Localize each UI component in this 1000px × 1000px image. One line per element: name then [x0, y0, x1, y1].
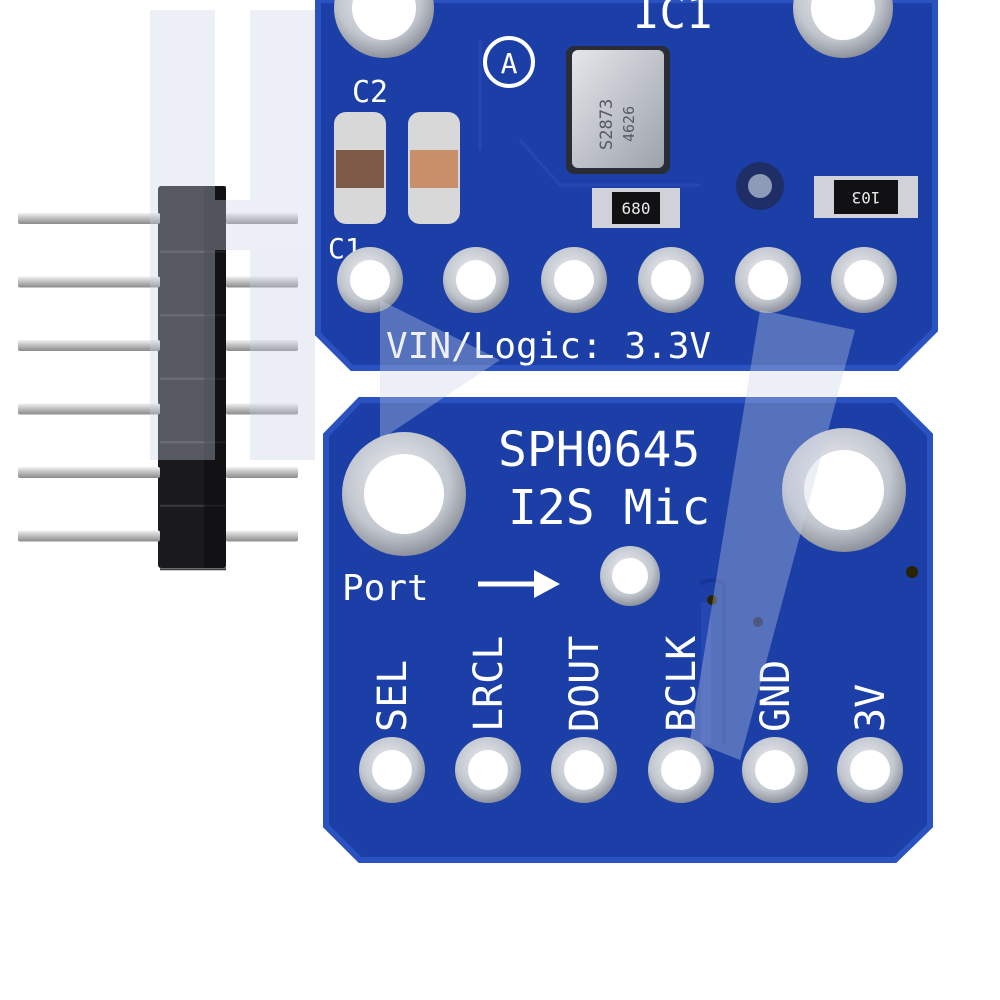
ic-label: IC1 [633, 0, 712, 39]
pin-labels: SEL LRCL DOUT BCLK GND 3V [370, 636, 894, 732]
pin-header-strip [18, 186, 298, 571]
capacitor-c1 [408, 112, 460, 224]
capacitor-c2 [334, 112, 386, 224]
header-pin [18, 213, 298, 253]
header-pin [18, 340, 298, 380]
header-pin [18, 467, 298, 507]
top-pad [638, 247, 704, 313]
logo-mark: A [483, 36, 535, 88]
resistor-right-label: 103 [852, 188, 881, 207]
port-label: Port [342, 568, 429, 609]
resistor-left: 680 [592, 188, 680, 228]
top-pad [541, 247, 607, 313]
module-title: SPH0645 [498, 422, 700, 478]
voltage-label: VIN/Logic: 3.3V [386, 326, 711, 367]
top-pad [443, 247, 509, 313]
pin-pad-lrcl [455, 737, 521, 803]
top-board-pad-row [337, 247, 897, 313]
top-pad [831, 247, 897, 313]
pin-label-lrcl: LRCL [466, 636, 512, 732]
acoustic-port-hole [600, 546, 660, 606]
mounting-hole-bottom-right [782, 428, 906, 552]
arrow-right-icon [478, 570, 560, 598]
mounting-hole-bottom-left [342, 432, 466, 556]
module-subtitle: I2S Mic [508, 480, 710, 536]
pin-label-sel: SEL [370, 660, 416, 732]
pin-pad-bclk [648, 737, 714, 803]
header-pin [18, 276, 298, 317]
pin-pad-dout [551, 737, 617, 803]
mounting-hole-top-right [793, 0, 893, 58]
resistor-right: 103 [814, 176, 918, 218]
chip-marking-line2: 4626 [620, 106, 638, 142]
cap-label-c2: C2 [352, 75, 388, 110]
microphone-chip: S2873 4626 [566, 46, 670, 174]
pin-label-3v: 3V [848, 684, 894, 732]
pin-label-bclk: BCLK [659, 636, 705, 732]
top-breakout-board: A IC1 C2 C1 S2873 4626 680 [315, 0, 938, 371]
top-pad [337, 247, 403, 313]
resistor-left-label: 680 [622, 199, 651, 218]
pin-pad-3v [837, 737, 903, 803]
chip-marking-line1: S2873 [597, 99, 617, 150]
bottom-breakout-board: SPH0645 I2S Mic Port SEL LRCL DOUT BCLK GND 3… [323, 397, 933, 863]
bottom-board-pad-row [359, 737, 903, 803]
watermark-logo [150, 10, 855, 760]
top-pad [735, 247, 801, 313]
pin-pad-sel [359, 737, 425, 803]
logo-letter: A [501, 47, 518, 80]
pin-label-gnd: GND [753, 660, 799, 732]
header-pin [18, 530, 298, 571]
mounting-hole-top-left [334, 0, 434, 58]
pin-label-dout: DOUT [562, 636, 608, 732]
pin-pad-gnd [742, 737, 808, 803]
